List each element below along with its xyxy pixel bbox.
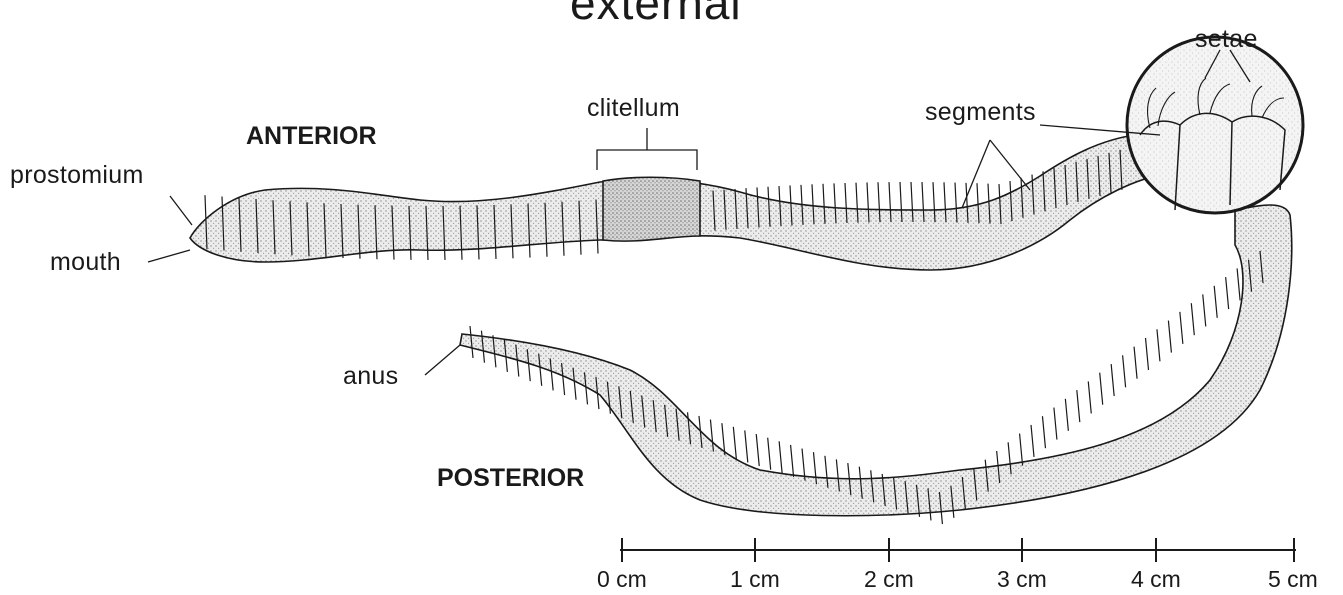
mouth-label: mouth <box>50 250 121 275</box>
clitellum-band <box>603 177 700 241</box>
anus-leader <box>425 345 460 375</box>
diagram-title: external <box>570 0 742 26</box>
scale-tick-5: 5 cm <box>1268 568 1318 591</box>
posterior-label: POSTERIOR <box>437 466 584 491</box>
scale-tick-0: 0 cm <box>597 568 647 591</box>
anus-label: anus <box>343 364 398 389</box>
clitellum-bracket <box>597 128 697 170</box>
segments-label: segments <box>925 100 1036 125</box>
prostomium-label: prostomium <box>10 163 144 188</box>
scale-tick-1: 1 cm <box>730 568 780 591</box>
segments-leader-1 <box>962 140 990 208</box>
setae-label: setae <box>1195 27 1258 52</box>
scale-bar <box>620 538 1296 562</box>
clitellum-label: clitellum <box>587 96 680 121</box>
scale-tick-2: 2 cm <box>864 568 914 591</box>
anterior-label: ANTERIOR <box>246 124 377 149</box>
setae-magnified-view <box>1127 37 1303 213</box>
prostomium-leader <box>170 196 192 225</box>
scale-tick-4: 4 cm <box>1131 568 1181 591</box>
mouth-leader <box>148 250 190 262</box>
scale-tick-3: 3 cm <box>997 568 1047 591</box>
